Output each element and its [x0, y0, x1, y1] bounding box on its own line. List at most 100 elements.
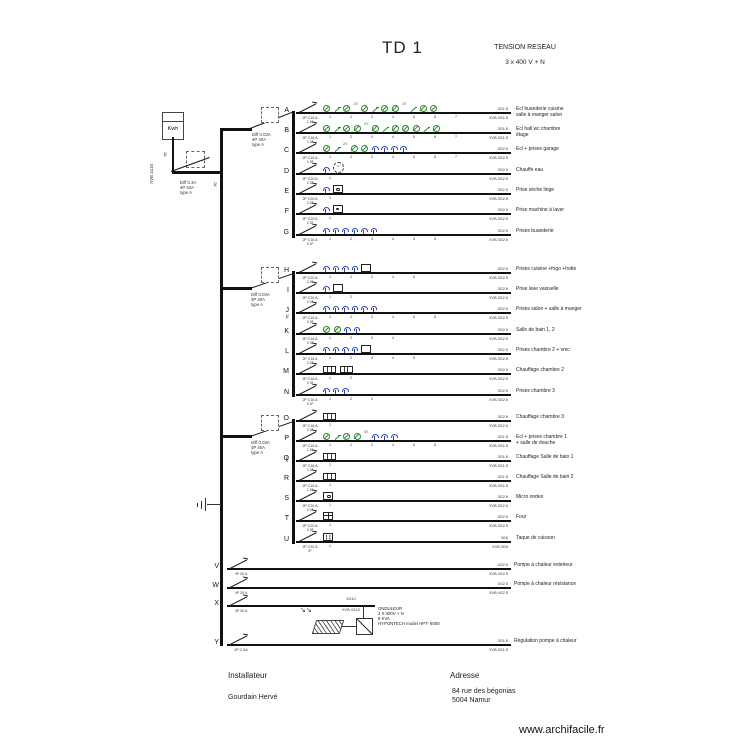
lamp-icon[interactable]: [343, 433, 350, 440]
lamp-icon[interactable]: [350, 145, 358, 152]
socket-icon[interactable]: [390, 145, 398, 153]
circuit-T-line[interactable]: [296, 519, 511, 523]
socket-icon[interactable]: [323, 387, 330, 395]
socket-icon[interactable]: [342, 346, 349, 354]
lamp-icon[interactable]: [361, 105, 369, 112]
circuit-S-line[interactable]: [296, 499, 511, 503]
lamp-icon[interactable]: [323, 125, 330, 132]
socket-icon[interactable]: [323, 265, 330, 273]
group2-diff-box[interactable]: [261, 267, 279, 283]
appliance-box-icon[interactable]: [361, 344, 371, 353]
lamp-icon[interactable]: [323, 145, 330, 152]
circuit-N-line[interactable]: [296, 393, 511, 397]
socket-icon[interactable]: [323, 285, 330, 293]
socket-icon[interactable]: [351, 227, 359, 235]
socket-icon[interactable]: [332, 227, 340, 235]
socket-icon[interactable]: [400, 145, 408, 153]
socket-icon[interactable]: [323, 186, 330, 194]
water-heater-icon[interactable]: ~: [332, 162, 344, 173]
socket-icon[interactable]: [344, 326, 351, 334]
cooktop-icon[interactable]: [323, 532, 333, 541]
lamp-icon[interactable]: [412, 125, 420, 132]
circuit-M-line[interactable]: [296, 372, 511, 376]
lamp-icon[interactable]: [333, 326, 341, 333]
switch-icon[interactable]: [372, 106, 379, 112]
radiator-icon[interactable]: [339, 366, 353, 373]
lamp-icon[interactable]: [323, 105, 330, 112]
socket-icon[interactable]: [342, 265, 349, 273]
circuit-U-line[interactable]: [296, 540, 511, 544]
socket-icon[interactable]: [361, 227, 368, 235]
socket-icon[interactable]: [342, 305, 349, 313]
lamp-icon[interactable]: [343, 125, 350, 132]
socket-icon[interactable]: [323, 227, 330, 235]
socket-icon[interactable]: [353, 326, 361, 334]
circuit-D-line[interactable]: [296, 172, 511, 176]
main-diff-box[interactable]: [186, 151, 205, 168]
solar-panel-icon[interactable]: [311, 620, 345, 634]
socket-icon[interactable]: [381, 145, 389, 153]
lamp-icon[interactable]: [391, 125, 399, 132]
circuit-C-line[interactable]: [296, 151, 511, 155]
circuit-E-line[interactable]: [296, 192, 511, 196]
circuit-Y-line[interactable]: [227, 643, 511, 647]
circuit-F-line[interactable]: [296, 212, 511, 216]
group1-diff-box[interactable]: [261, 107, 279, 123]
circuit-P-line[interactable]: [296, 439, 511, 443]
kwh-meter[interactable]: Kwh: [162, 112, 184, 140]
socket-icon[interactable]: [370, 227, 378, 235]
lamp-icon[interactable]: [381, 105, 389, 112]
circuit-I-line[interactable]: [296, 291, 511, 295]
switch-icon[interactable]: [334, 146, 341, 152]
lamp-icon[interactable]: [419, 105, 427, 112]
circuit-G-line[interactable]: [296, 233, 511, 237]
circuit-L-line[interactable]: [296, 352, 511, 356]
circuit-V-line[interactable]: [227, 567, 511, 571]
lamp-icon[interactable]: [353, 125, 361, 132]
lamp-icon[interactable]: [343, 105, 350, 112]
lamp-icon[interactable]: [323, 433, 330, 440]
circuit-W-line[interactable]: [227, 586, 511, 590]
socket-icon[interactable]: [390, 433, 398, 441]
appliance-box-icon[interactable]: [361, 263, 371, 272]
dryer-icon[interactable]: [332, 184, 343, 193]
circuit-O-line[interactable]: [296, 419, 511, 423]
circuit-R-line[interactable]: [296, 479, 511, 483]
socket-icon[interactable]: [351, 346, 359, 354]
socket-icon[interactable]: [332, 346, 340, 354]
circuit-A-line[interactable]: [296, 111, 511, 115]
circuit-X-line[interactable]: [227, 604, 375, 608]
lamp-icon[interactable]: [402, 125, 410, 132]
group3-diff-box[interactable]: [261, 415, 279, 431]
socket-icon[interactable]: [323, 166, 330, 174]
socket-icon[interactable]: [332, 387, 340, 395]
socket-icon[interactable]: [323, 346, 330, 354]
circuit-K-line[interactable]: [296, 332, 511, 336]
switch-icon[interactable]: [423, 126, 431, 132]
circuit-Q-line[interactable]: [296, 459, 511, 463]
circuit-J-line[interactable]: [296, 311, 511, 315]
socket-icon[interactable]: [342, 227, 349, 235]
socket-icon[interactable]: [332, 265, 340, 273]
lamp-icon[interactable]: [430, 105, 438, 112]
inverter-icon[interactable]: ~=: [356, 618, 373, 635]
oven-icon[interactable]: [323, 511, 333, 520]
socket-icon[interactable]: [371, 145, 379, 153]
lamp-icon[interactable]: [353, 433, 361, 440]
radiator-icon[interactable]: [323, 413, 336, 420]
switch-icon[interactable]: [334, 126, 341, 132]
socket-icon[interactable]: [381, 433, 389, 441]
socket-icon[interactable]: [370, 305, 378, 313]
socket-icon[interactable]: [323, 206, 330, 214]
lamp-icon[interactable]: [391, 105, 399, 112]
washer-icon[interactable]: [332, 204, 343, 213]
appliance-box-icon[interactable]: [332, 283, 343, 292]
socket-icon[interactable]: [371, 433, 379, 441]
lamp-icon[interactable]: [323, 326, 330, 333]
radiator-icon[interactable]: [323, 453, 336, 460]
radiator-icon[interactable]: [323, 473, 336, 480]
radiator-icon[interactable]: [323, 366, 336, 373]
switch-icon[interactable]: [334, 434, 341, 440]
switch-icon[interactable]: [334, 106, 341, 112]
switch-icon[interactable]: [410, 106, 418, 112]
